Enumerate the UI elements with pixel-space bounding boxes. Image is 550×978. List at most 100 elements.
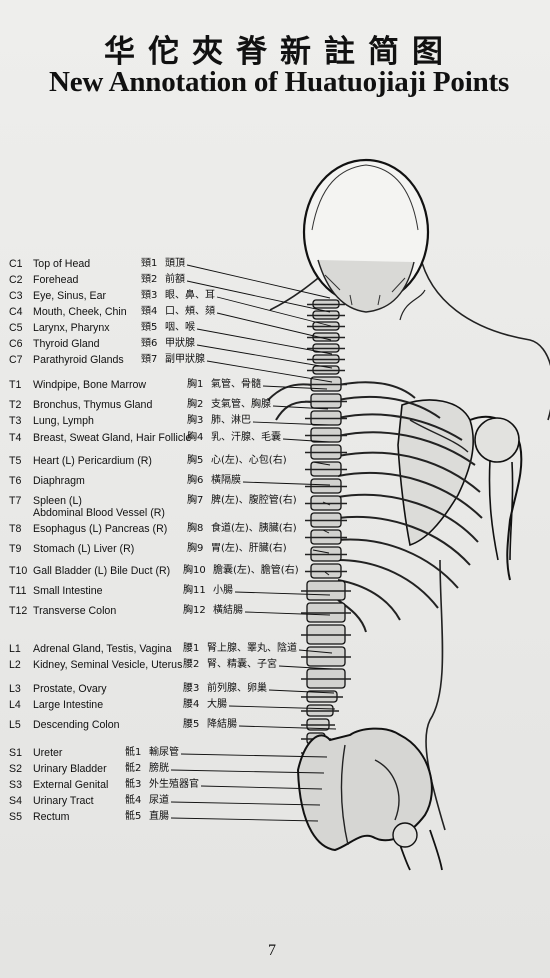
- leader-line: [200, 785, 323, 790]
- leader-line: [272, 405, 329, 410]
- point-c2-chinese-code: 頸2: [141, 274, 158, 285]
- point-code: T4: [9, 432, 22, 444]
- point-code: C3: [9, 290, 23, 302]
- point-code: C2: [9, 274, 23, 286]
- point-english-name: Top of Head: [33, 258, 91, 270]
- point-t8-chinese-code: 胸8: [187, 523, 204, 534]
- point-english-name: Forehead: [33, 274, 79, 286]
- point-code: S1: [9, 747, 22, 759]
- leader-line: [312, 549, 330, 554]
- point-c6-chinese-name: 甲狀腺: [165, 338, 195, 349]
- point-t1-english: T1 Windpipe, Bone Marrow: [9, 379, 146, 391]
- chinese-title: 华佗夾脊新註简图: [104, 34, 456, 70]
- point-english-name: Transverse Colon: [33, 605, 117, 617]
- point-l1-chinese-code: 腰1: [183, 643, 200, 654]
- point-l1-chinese-name: 腎上腺、睪丸、陰道: [207, 643, 297, 654]
- leader-line: [170, 769, 325, 774]
- point-code: C1: [9, 258, 23, 270]
- point-c4-chinese-name: 口、頰、頦: [165, 306, 215, 317]
- point-english-name: Large Intestine: [33, 699, 104, 711]
- point-s1-chinese-code: 骶1: [125, 747, 142, 758]
- point-english-name: Diaphragm: [33, 475, 85, 487]
- point-t4-chinese-code: 胸4: [187, 432, 204, 443]
- leader-line: [282, 438, 331, 443]
- point-c3-chinese-name: 眼、鼻、耳: [165, 290, 215, 301]
- leader-line: [262, 385, 328, 390]
- leader-line: [170, 801, 321, 806]
- point-code: T6: [9, 475, 22, 487]
- point-t1-chinese-name: 氣管、骨髓: [211, 379, 261, 390]
- point-t9-chinese-code: 胸9: [187, 543, 204, 554]
- point-c3-chinese-code: 頸3: [141, 290, 158, 301]
- point-l3-chinese-code: 腰3: [183, 683, 200, 694]
- point-code: T1: [9, 379, 22, 391]
- point-c1-chinese-name: 頭頂: [165, 258, 185, 269]
- leader-line: [322, 501, 331, 506]
- point-english-name: Windpipe, Bone Marrow: [33, 379, 147, 391]
- point-code: T5: [9, 455, 22, 467]
- point-c1-chinese-code: 頸1: [141, 258, 158, 269]
- leader-line: [186, 280, 331, 313]
- leader-line: [180, 753, 328, 758]
- point-c4-chinese-code: 頸4: [141, 306, 158, 317]
- point-code: S2: [9, 763, 22, 775]
- point-t6-chinese-code: 胸6: [187, 475, 204, 486]
- point-code: S3: [9, 779, 22, 791]
- point-c7-chinese-name: 副甲狀腺: [165, 354, 205, 365]
- point-s3-chinese-code: 骶3: [125, 779, 142, 790]
- leader-line: [196, 328, 333, 355]
- point-english-name: Rectum: [33, 811, 70, 823]
- point-code: L2: [9, 659, 21, 671]
- point-l2-english: L2 Kidney, Seminal Vesicle, Uterus: [9, 659, 182, 671]
- point-code: S5: [9, 811, 22, 823]
- leader-line: [216, 296, 332, 327]
- leader-line: [206, 360, 333, 383]
- leader-line: [322, 529, 330, 534]
- point-english-name: Parathyroid Glands: [33, 354, 124, 366]
- point-s5-english: S5 Rectum: [9, 811, 70, 823]
- point-t2-chinese-name: 支氣管、胸腺: [211, 399, 271, 410]
- point-code: C7: [9, 354, 23, 366]
- leader-line: [186, 264, 331, 299]
- leader-line: [278, 665, 334, 670]
- point-t12-english: T12 Transverse Colon: [9, 605, 116, 617]
- point-t11-chinese-code: 胸11: [183, 585, 206, 596]
- point-c7-chinese-code: 頸7: [141, 354, 158, 365]
- point-s3-chinese-name: 外生殖器官: [149, 779, 199, 790]
- point-english-name: Kidney, Seminal Vesicle, Uterus: [33, 659, 183, 671]
- point-t3-chinese-code: 胸3: [187, 415, 204, 426]
- point-t12-chinese-code: 胸12: [183, 605, 206, 616]
- point-t1-chinese-code: 胸1: [187, 379, 204, 390]
- point-code: T12: [9, 605, 28, 617]
- point-english-name: Spleen (L): [33, 495, 82, 507]
- point-l2-chinese-name: 腎、精囊、子宮: [207, 659, 277, 670]
- point-s4-chinese-code: 骶4: [125, 795, 142, 806]
- point-t11-chinese-name: 小腸: [213, 585, 233, 596]
- point-code: L1: [9, 643, 21, 655]
- point-l4-chinese-name: 大腸: [207, 699, 227, 710]
- point-code: S4: [9, 795, 22, 807]
- page-number: 7: [268, 942, 276, 959]
- point-code: T2: [9, 399, 22, 411]
- point-t9-chinese-name: 胃(左)、肝臟(右): [211, 543, 287, 554]
- point-t3-chinese-name: 肺、淋巴: [211, 415, 251, 426]
- point-code: T7: [9, 495, 22, 507]
- point-t6-chinese-name: 橫隔膜: [211, 475, 241, 486]
- point-t10-chinese-code: 胸10: [183, 565, 206, 576]
- leader-line: [312, 461, 331, 466]
- point-english-name: Small Intestine: [33, 585, 103, 597]
- point-code: C4: [9, 306, 23, 318]
- leader-line: [324, 571, 330, 576]
